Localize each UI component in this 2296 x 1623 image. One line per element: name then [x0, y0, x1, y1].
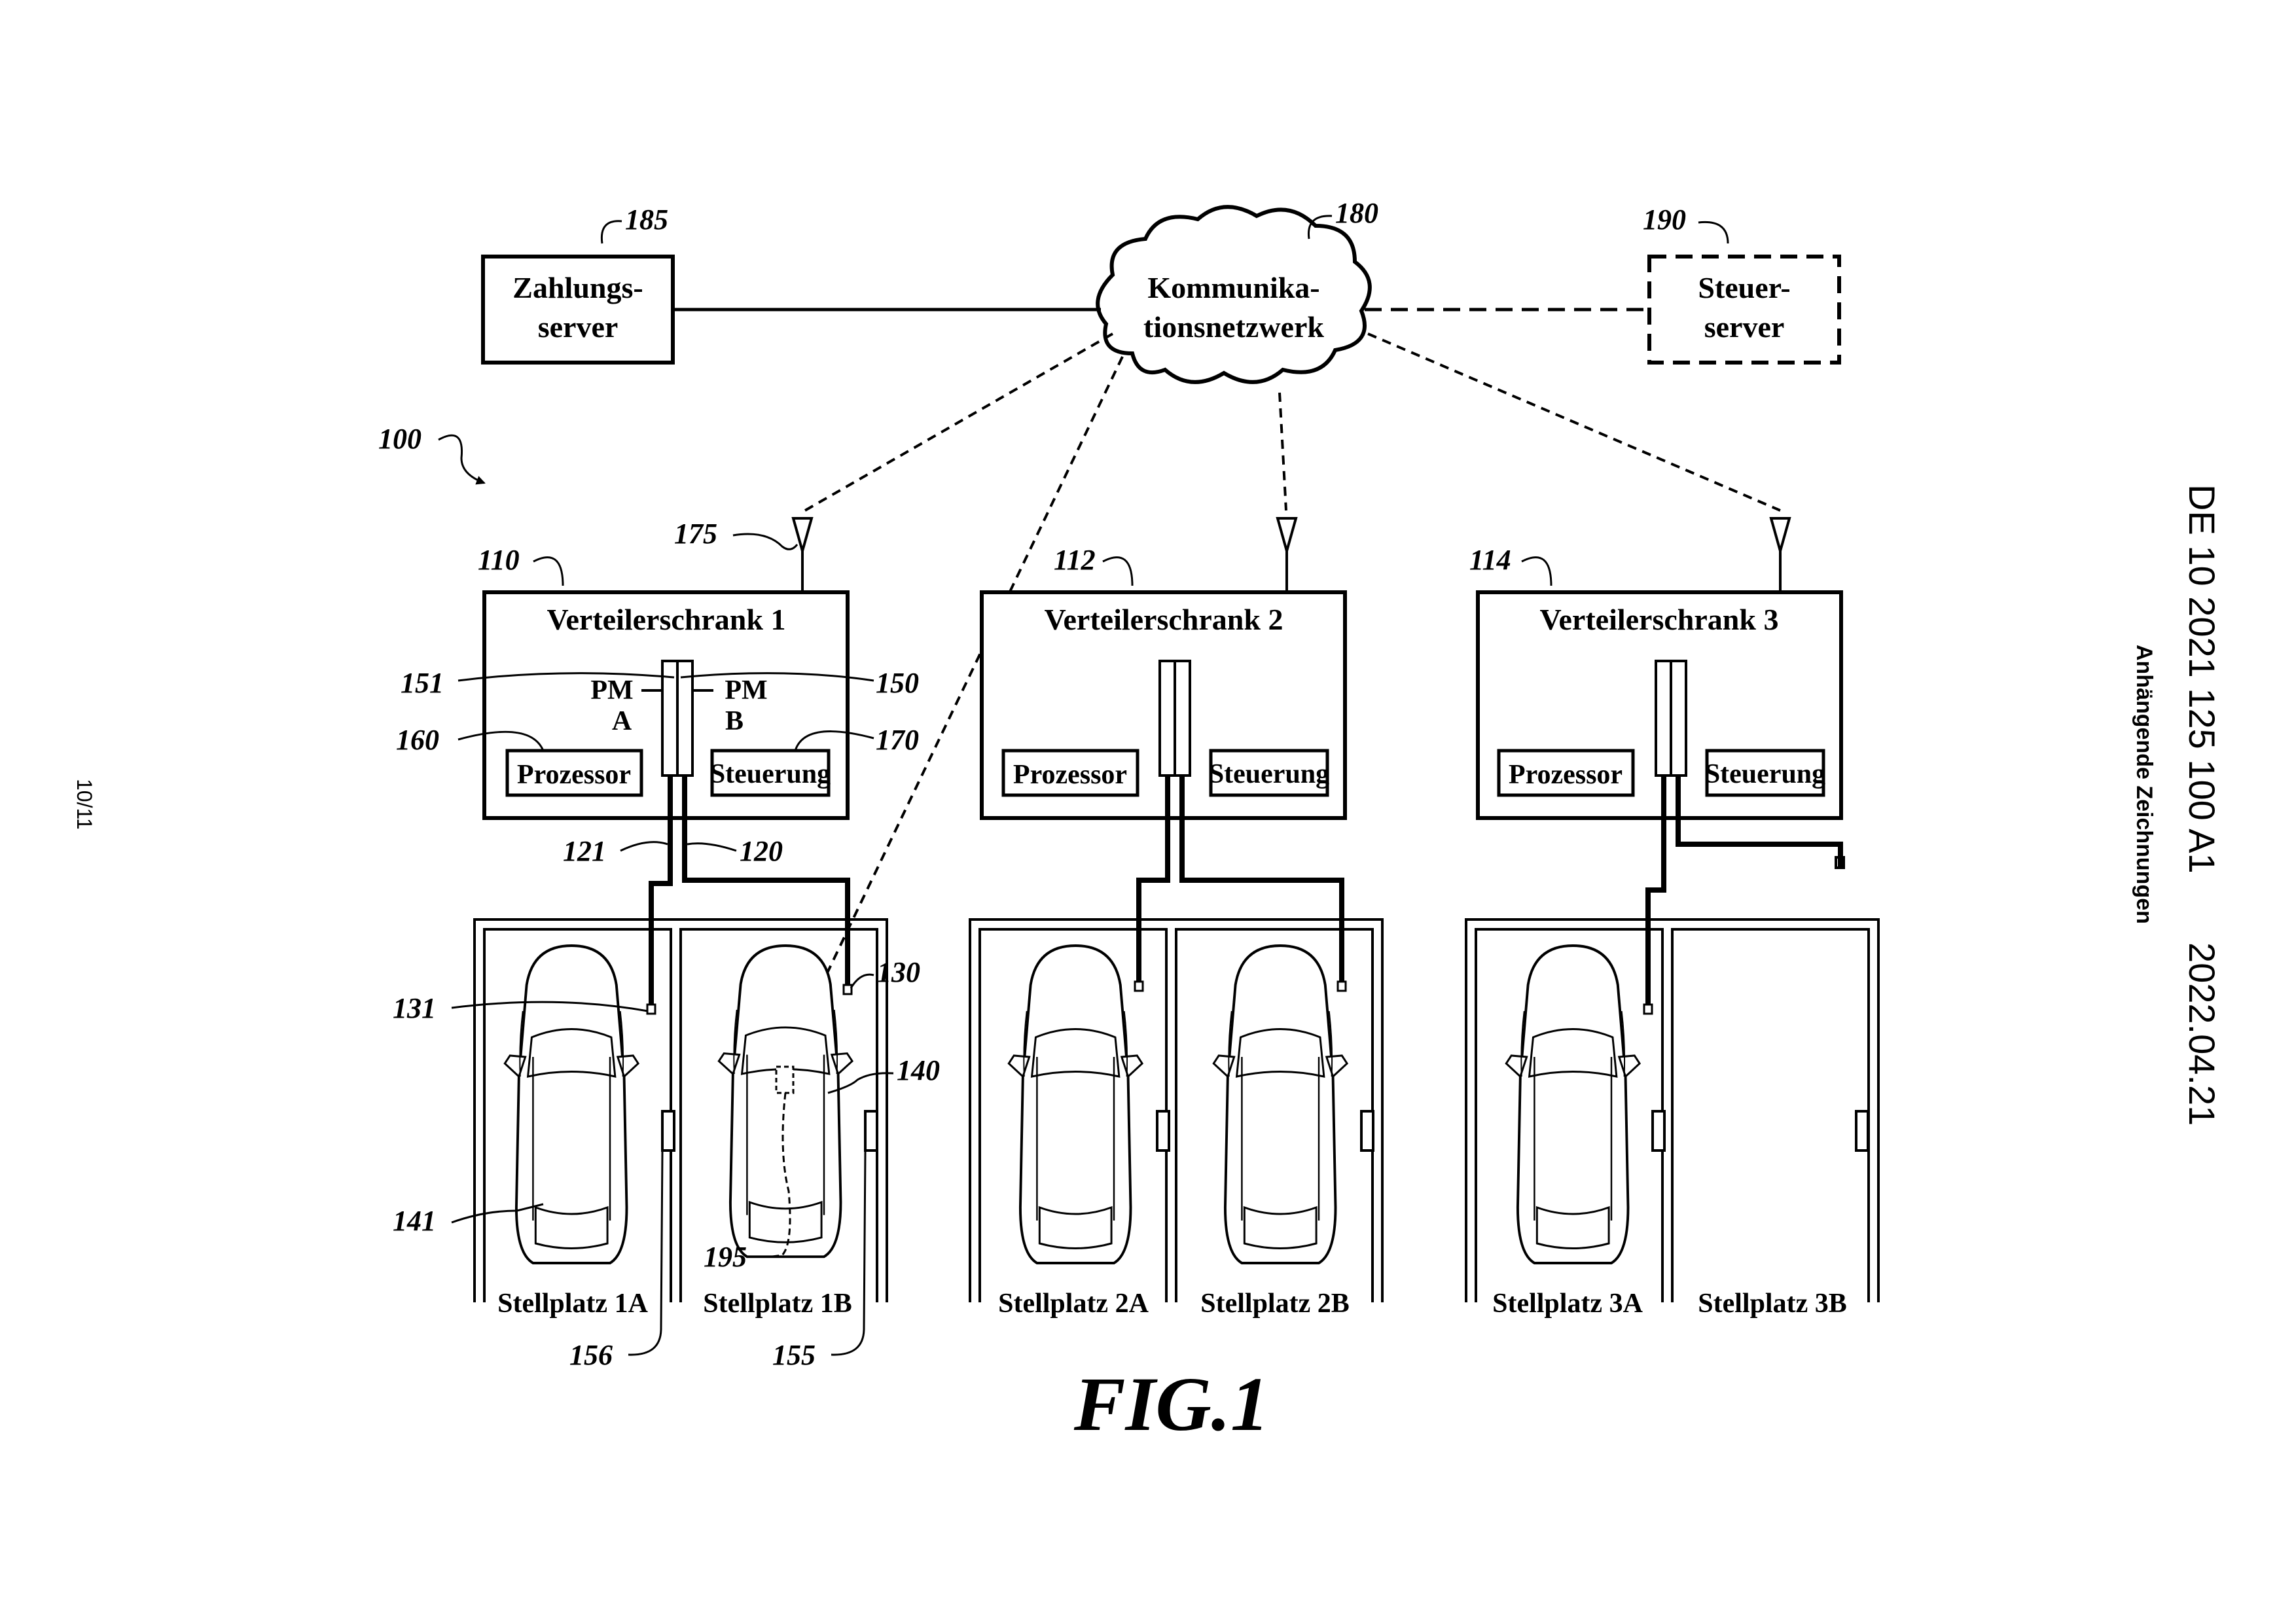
spot-label-1a: Stellplatz 1A [497, 1289, 648, 1319]
cabinet-1-control: Steuerung [710, 759, 831, 789]
vehicle-2a [1009, 946, 1142, 1263]
side-subtitle: Anhängende Zeichnungen [2132, 645, 2157, 924]
spot-label-2a: Stellplatz 2A [998, 1289, 1149, 1319]
cabinet-3-control: Steuerung [1705, 759, 1825, 789]
control-server-line1: Steuer- [1698, 271, 1790, 304]
distribution-cabinet-1: Verteilerschrank 1 Prozessor Steuerung P… [484, 592, 848, 818]
pm-b-label-2: B [725, 706, 744, 736]
distribution-cabinet-2: Verteilerschrank 2 Prozessor Steuerung [982, 592, 1345, 818]
cabinet-3-processor: Prozessor [1509, 760, 1623, 790]
spot-label-3b: Stellplatz 3B [1698, 1289, 1847, 1319]
ref-110: 110 [478, 544, 520, 576]
payment-server-line1: Zahlungs- [512, 271, 643, 304]
ref-114: 114 [1469, 544, 1511, 576]
vehicle-1b [719, 946, 852, 1257]
ref-180: 180 [1335, 197, 1378, 229]
payment-server-line2: server [538, 310, 619, 344]
ref-155: 155 [772, 1339, 816, 1371]
pm-b-label-1: PM [725, 675, 767, 705]
control-server: Steuer- server [1649, 257, 1839, 363]
parking-spots [475, 919, 1878, 1302]
ref-120: 120 [740, 835, 783, 867]
ref-131: 131 [393, 992, 436, 1024]
ref-190: 190 [1643, 204, 1686, 236]
vehicle-1a [505, 946, 638, 1263]
figure-title: FIG.1 [1073, 1361, 1269, 1447]
mobile-device [776, 1067, 793, 1093]
ref-150: 150 [876, 667, 919, 699]
publication-number: DE 10 2021 125 100 A1 [2181, 484, 2223, 874]
cabinet-2-title: Verteilerschrank 2 [1045, 603, 1283, 636]
vehicle-2b [1213, 946, 1347, 1263]
cabinet-3-title: Verteilerschrank 3 [1540, 603, 1779, 636]
ref-156: 156 [569, 1339, 613, 1371]
antennas [793, 518, 1789, 592]
publication-date: 2022.04.21 [2181, 942, 2223, 1126]
cabinet-2-control: Steuerung [1209, 759, 1329, 789]
spot-label-1b: Stellplatz 1B [703, 1289, 852, 1319]
cabinet-2-processor: Prozessor [1013, 760, 1127, 790]
ref-121: 121 [563, 835, 606, 867]
pm-a-label-2: A [612, 706, 632, 736]
control-server-line2: server [1704, 310, 1785, 344]
ref-100: 100 [378, 423, 422, 455]
spot-label-2b: Stellplatz 2B [1200, 1289, 1350, 1319]
pm-a-label-1: PM [590, 675, 633, 705]
page-number: 10/11 [73, 779, 96, 830]
payment-server: Zahlungs- server [483, 257, 673, 363]
network-line1: Kommunika- [1147, 271, 1319, 304]
ref-151: 151 [401, 667, 444, 699]
ref-140: 140 [897, 1054, 940, 1086]
ref-141: 141 [393, 1205, 436, 1237]
ref-185: 185 [625, 204, 668, 236]
spot-label-3a: Stellplatz 3A [1492, 1289, 1643, 1319]
ref-175: 175 [674, 518, 717, 550]
distribution-cabinet-3: Verteilerschrank 3 Prozessor Steuerung [1478, 592, 1841, 818]
ref-195: 195 [704, 1241, 747, 1273]
cabinet-1-title: Verteilerschrank 1 [547, 603, 786, 636]
ref-160: 160 [396, 724, 439, 756]
vehicle-3a [1506, 946, 1640, 1263]
ref-170: 170 [876, 724, 919, 756]
network-line2: tionsnetzwerk [1143, 310, 1324, 344]
side-header: DE 10 2021 125 100 A1 2022.04.21 [2181, 484, 2223, 1126]
ref-130: 130 [877, 956, 920, 988]
communication-network-cloud: Kommunika- tionsnetzwerk [1098, 207, 1370, 382]
ref-112: 112 [1054, 544, 1096, 576]
cabinet-1-processor: Prozessor [517, 760, 631, 790]
